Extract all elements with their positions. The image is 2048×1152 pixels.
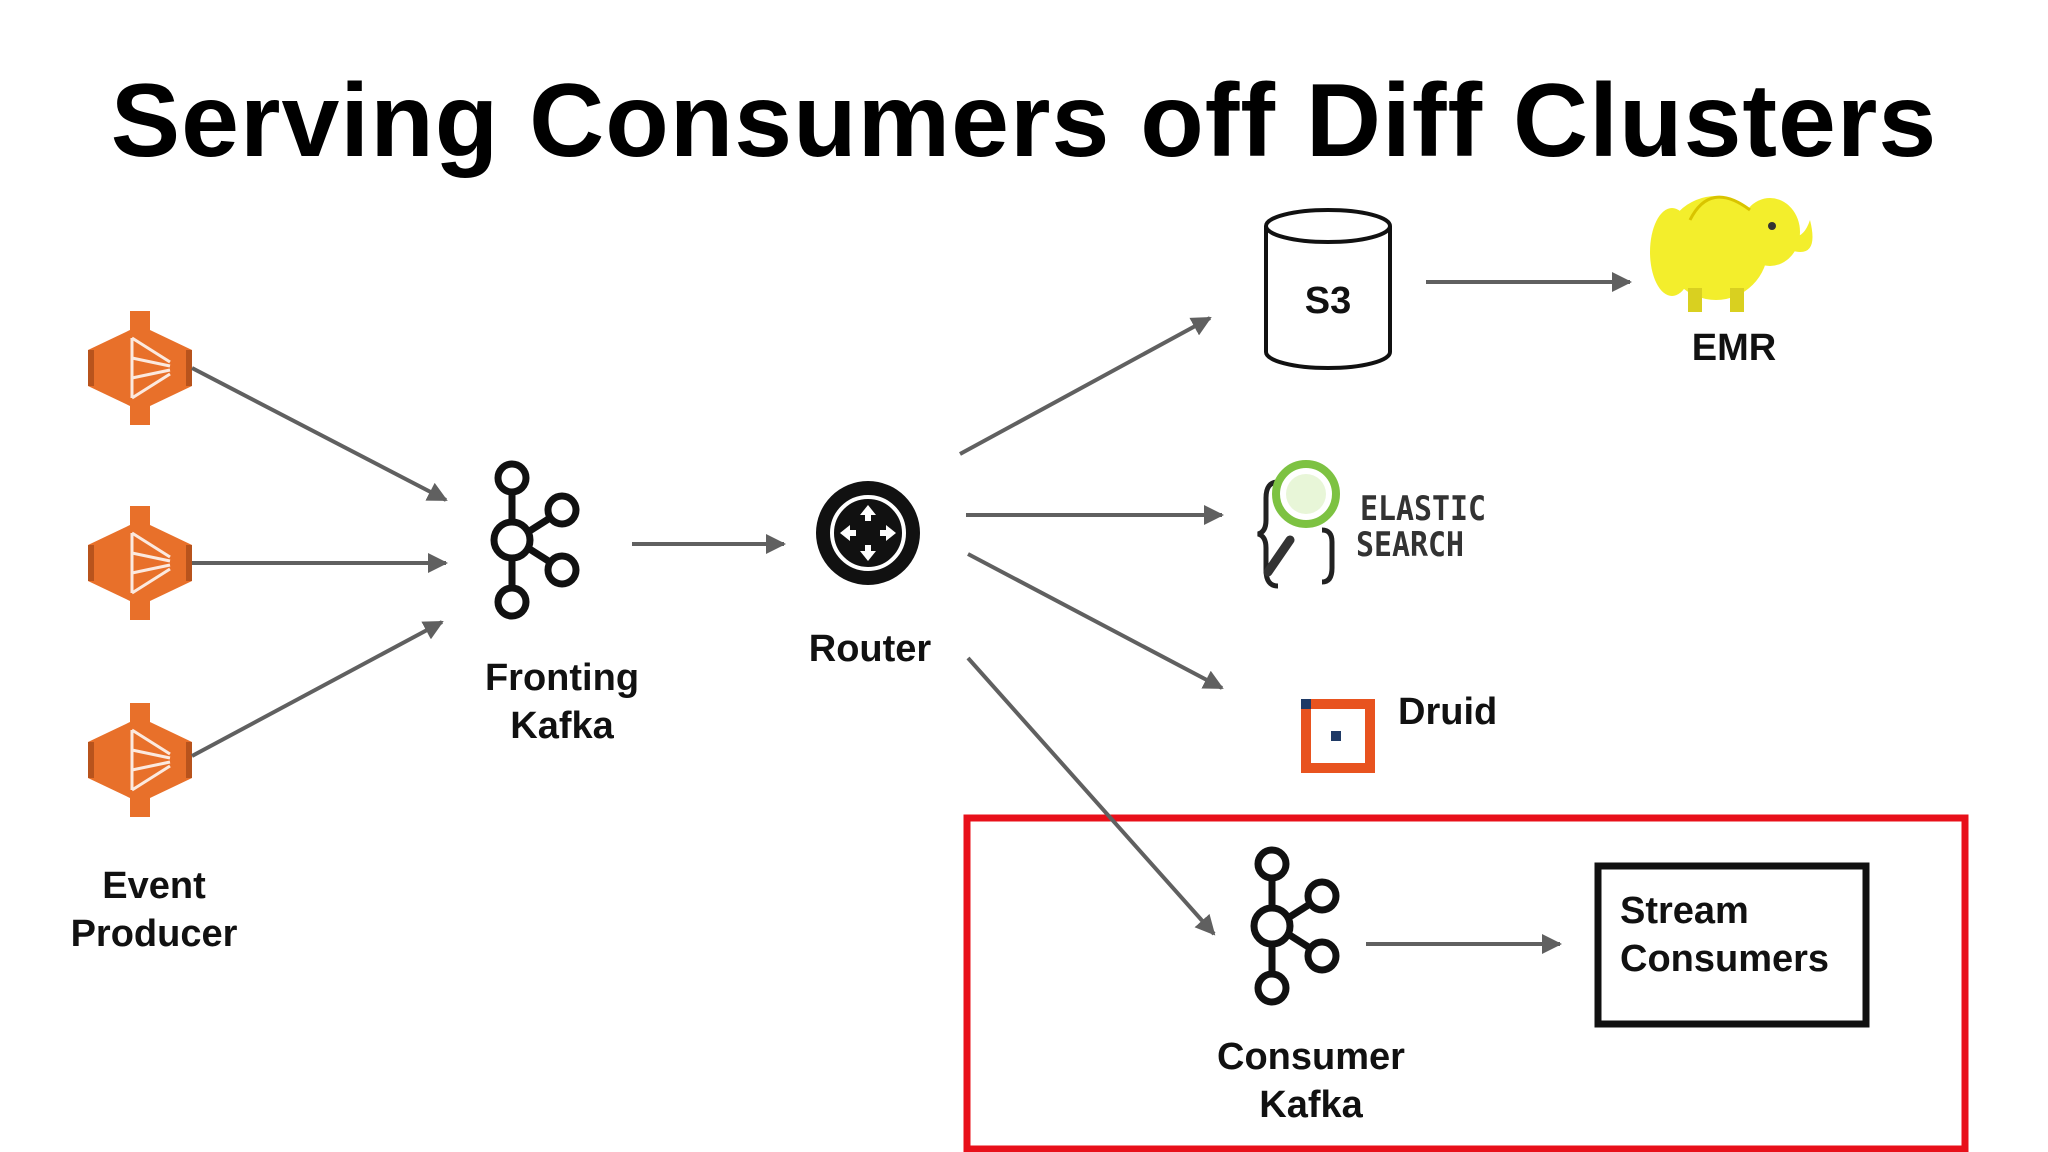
- stream-consumers-label-line1: Stream: [1620, 890, 1749, 932]
- search-wordmark: SEARCH: [1356, 524, 1464, 564]
- consumer-kafka-label-line1: Consumer: [1217, 1036, 1405, 1078]
- druid-label: Druid: [1398, 691, 1498, 733]
- event-producer-label-line1: Event: [102, 865, 206, 907]
- fronting-kafka-label: Fronting Kafka: [472, 654, 652, 750]
- druid-logo: [1301, 699, 1375, 773]
- router-icon: [816, 481, 920, 585]
- elastic-wordmark: ELASTIC: [1360, 488, 1486, 528]
- page-title: Serving Consumers off Diff Clusters: [110, 63, 1938, 179]
- event-producer-icon-2: [86, 504, 194, 622]
- event-producer-label-line2: Producer: [70, 913, 238, 955]
- hadoop-elephant-icon: [1650, 195, 1813, 312]
- consumer-cluster-highlight: [963, 814, 1969, 1152]
- fronting-kafka-icon: [494, 464, 576, 616]
- fronting-kafka-label-line1: Fronting: [484, 657, 640, 699]
- router-label: Router: [808, 628, 932, 670]
- emr-label: EMR: [1691, 327, 1777, 369]
- event-producer-icon-3: [86, 701, 194, 819]
- event-producer-icon-1: [86, 309, 194, 427]
- stream-consumers-label: Stream Consumers: [1620, 887, 1860, 983]
- fronting-kafka-label-line2: Kafka: [510, 705, 614, 747]
- arrow-producer1-to-kafka: [191, 366, 448, 502]
- s3-cylinder-icon: [1264, 208, 1392, 370]
- consumer-kafka-label: Consumer Kafka: [1200, 1033, 1422, 1129]
- arrow-producer3-to-kafka: [191, 620, 444, 758]
- arrow-router-to-s3: [959, 316, 1212, 456]
- arrow-router-to-druid: [967, 552, 1224, 690]
- s3-label: S3: [1304, 280, 1352, 322]
- elasticsearch-logo: ELASTIC SEARCH: [1257, 460, 1486, 589]
- arrow-router-to-consumer-kafka: [966, 656, 1216, 936]
- stream-consumers-label-line2: Consumers: [1620, 938, 1830, 980]
- consumer-kafka-label-line2: Kafka: [1259, 1084, 1363, 1126]
- consumer-kafka-icon: [1254, 850, 1336, 1002]
- event-producer-label: Event Producer: [66, 862, 242, 958]
- stream-consumers-box: [1594, 862, 1870, 1028]
